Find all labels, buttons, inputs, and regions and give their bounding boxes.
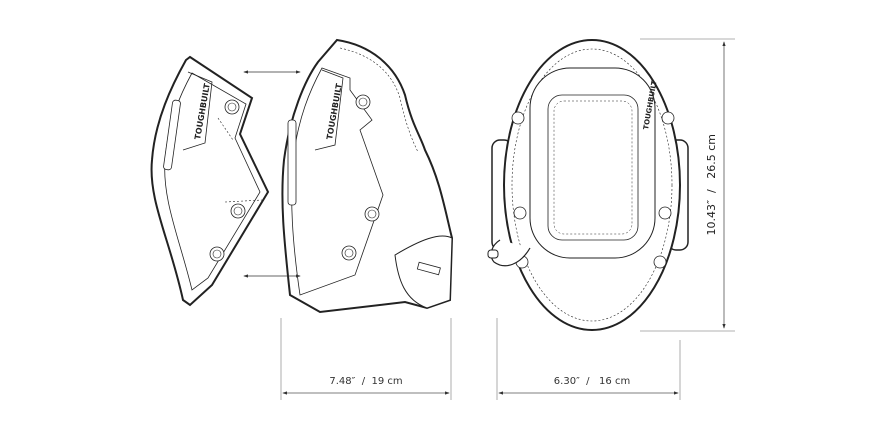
height-dimension-label: 10.43″ / 26.5 cm xyxy=(705,134,719,236)
width-dimension-label: 6.30″ / 16 cm xyxy=(553,376,631,387)
depth-dimension-label: 7.48″ / 19 cm xyxy=(329,376,403,387)
side-view-drawing: TOUGHBUILT xyxy=(281,38,454,314)
front-view-drawing: TOUGHBUILT xyxy=(487,39,689,331)
dimension-guides xyxy=(280,38,735,400)
height-dimension-container: 10.43″ / 26.5 cm xyxy=(704,42,720,328)
detached-shell-drawing: TOUGHBUILT xyxy=(150,55,270,307)
